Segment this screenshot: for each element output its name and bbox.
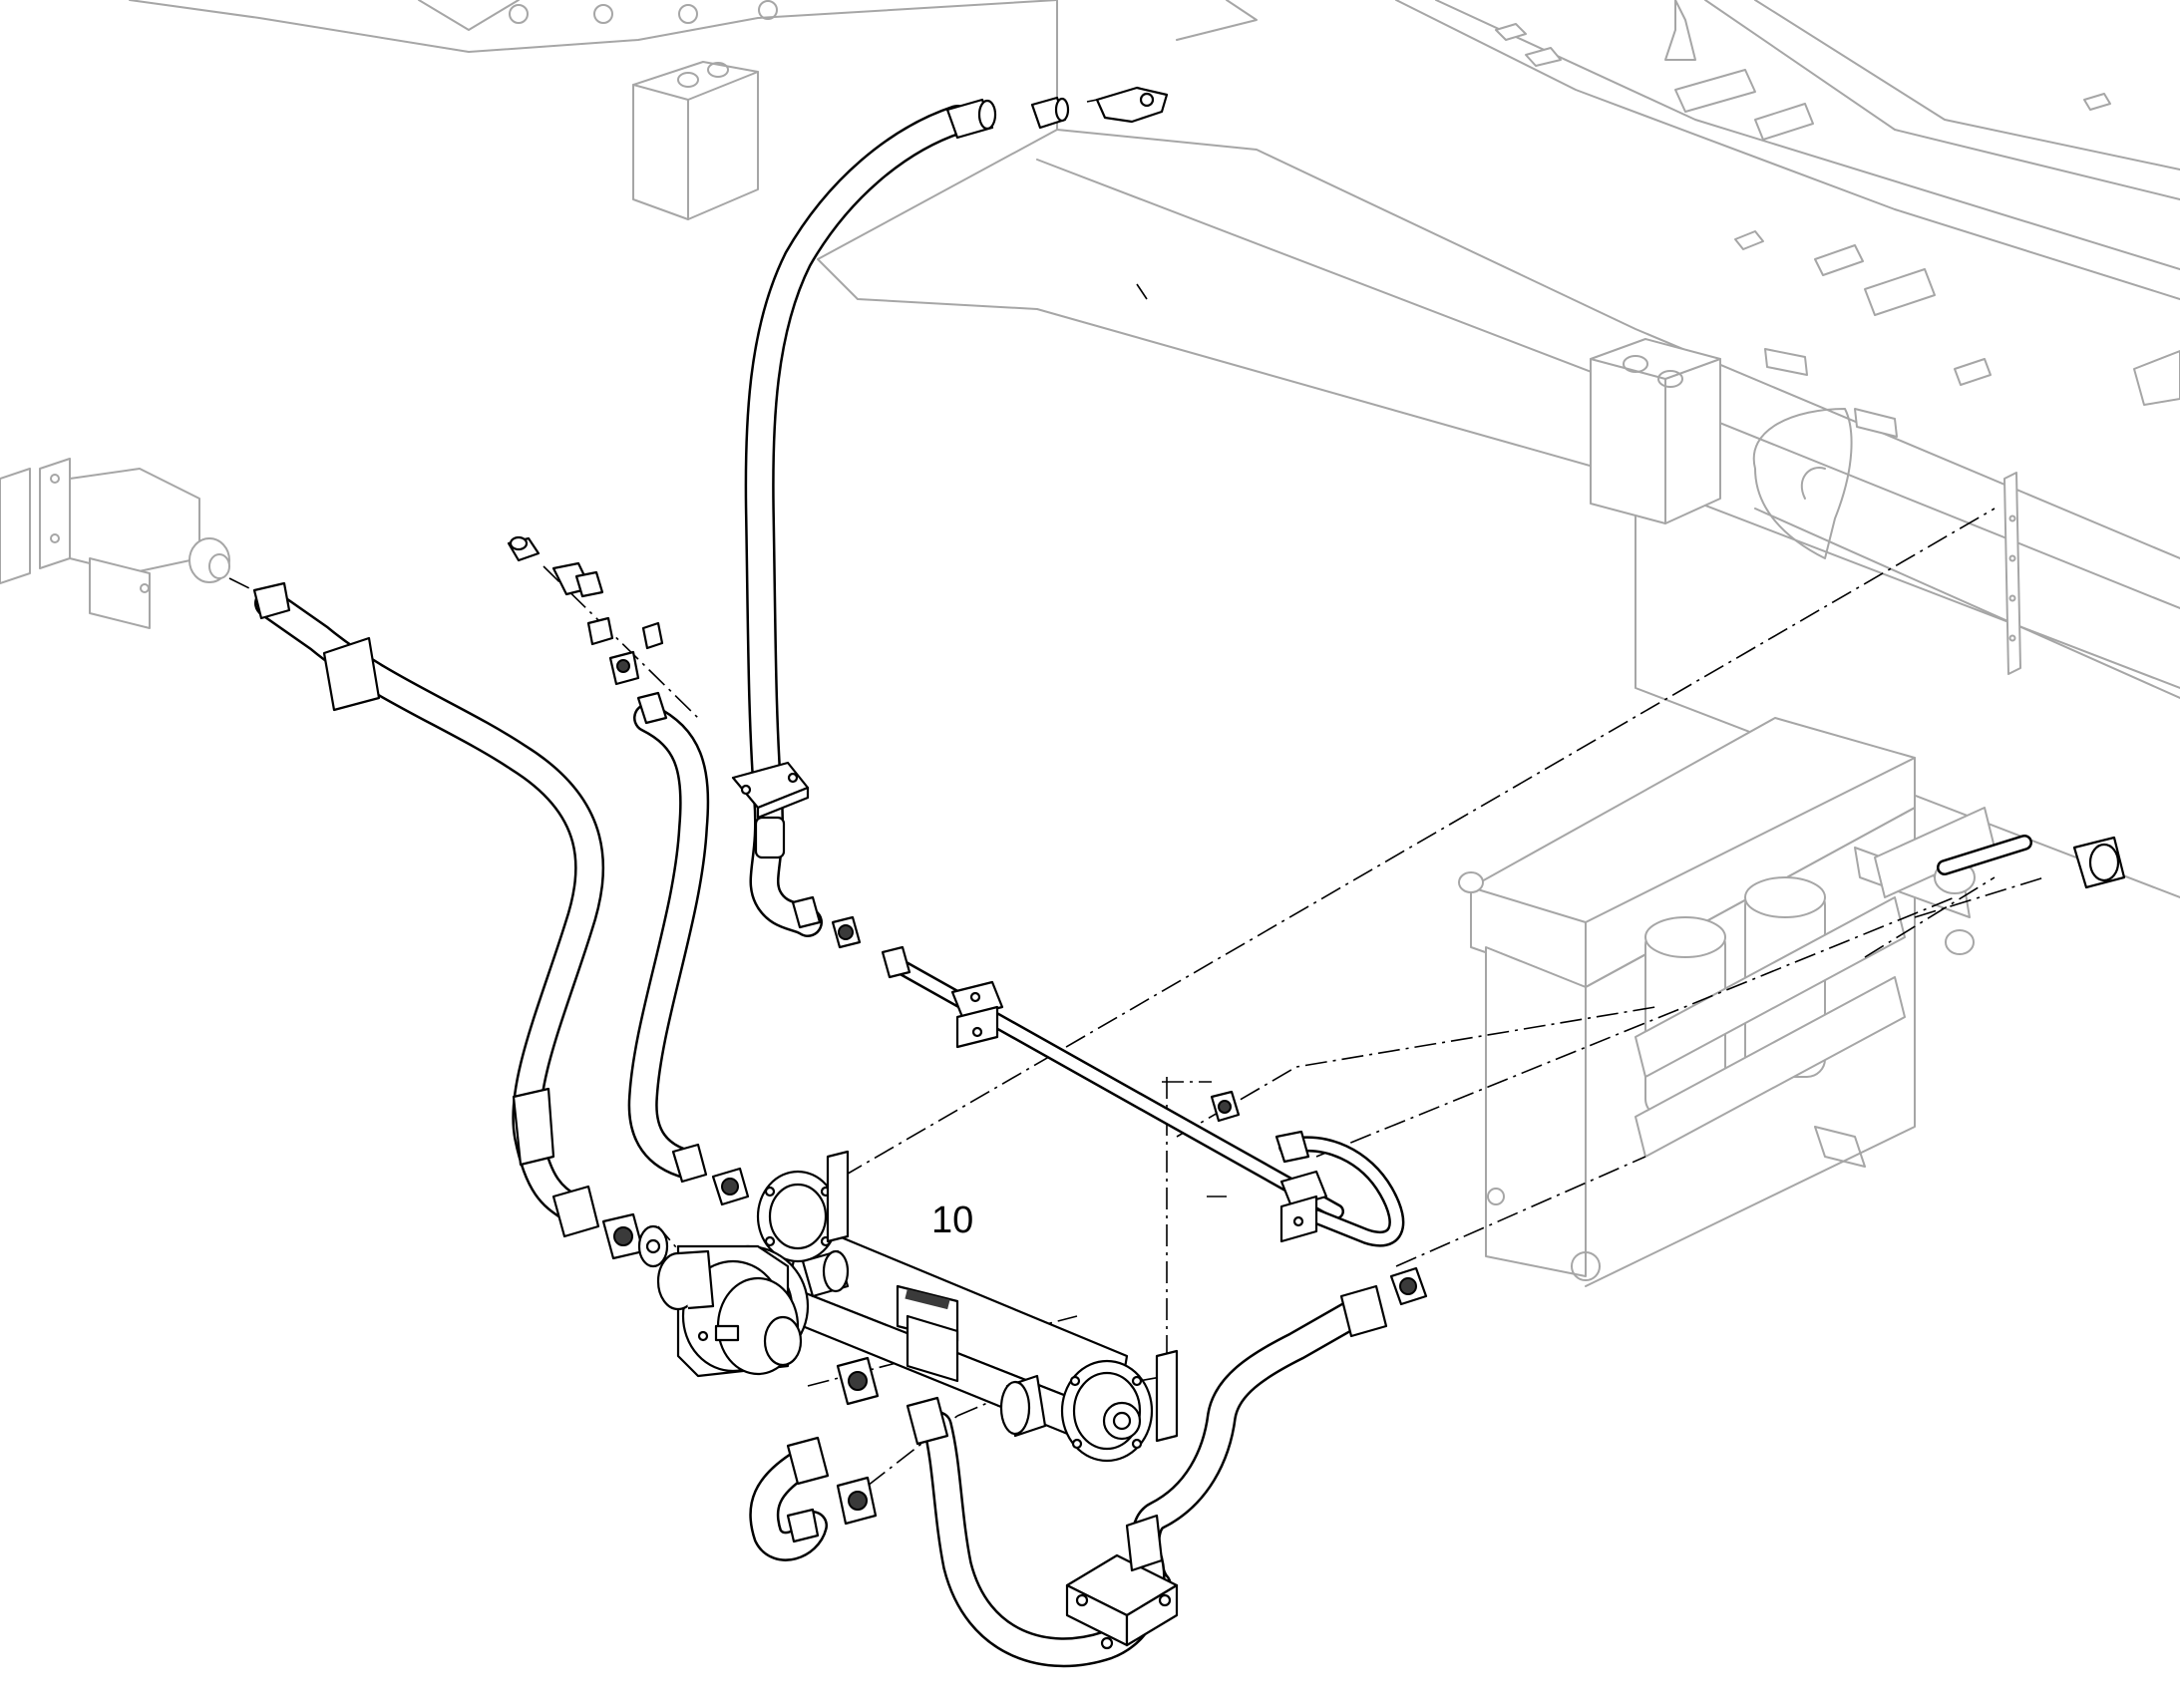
left-valve-assembly [0, 458, 230, 629]
hose-assemblies [254, 105, 1381, 1668]
fittings [252, 86, 2126, 1650]
item-callout-10: 10 [931, 1199, 974, 1241]
mounting-bracket-strip [2003, 472, 2021, 675]
chassis-frame-outline [129, 0, 2180, 898]
cooler-assembly-item-10 [656, 1150, 1179, 1463]
filter-unit-outline [1458, 717, 1996, 1287]
